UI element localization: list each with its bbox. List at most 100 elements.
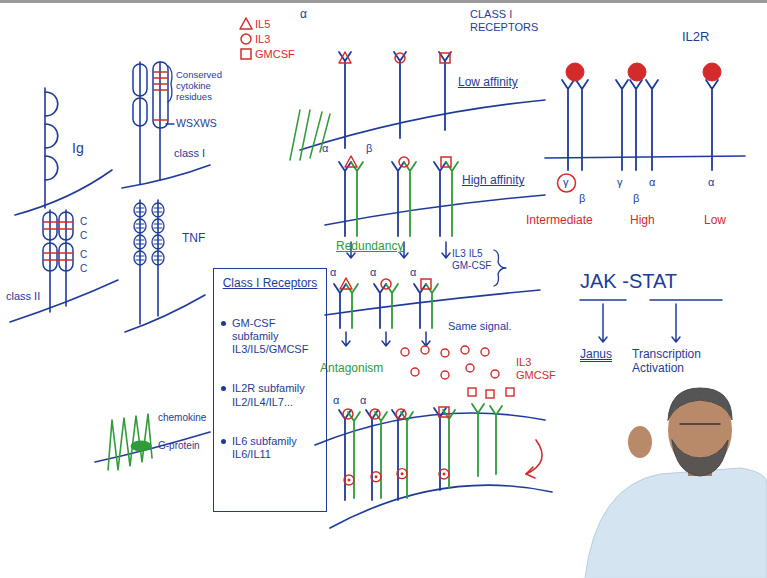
domain-hatch	[154, 224, 162, 225]
section-heading: Antagonism	[320, 362, 383, 376]
tnf-domain	[134, 235, 146, 249]
curved-arrow	[526, 440, 542, 474]
conserved-residue-stripe	[154, 89, 167, 91]
beta-chain	[426, 284, 438, 328]
bullet-dot	[221, 321, 226, 326]
ig-domain	[45, 124, 58, 148]
domain-hatch	[136, 260, 144, 261]
domain-hatch	[136, 244, 144, 245]
il2r-chain	[630, 80, 642, 170]
domain-hatch	[154, 256, 162, 257]
bound-ligand-dot	[348, 479, 351, 482]
cysteine-label: C	[80, 230, 87, 242]
highlight-circle	[558, 174, 576, 192]
alpha-chain	[414, 284, 426, 328]
term: Transcription Activation	[632, 348, 744, 376]
tnf-domain	[152, 219, 164, 233]
chain-label: γ	[563, 176, 569, 189]
beta-chain	[490, 406, 502, 474]
alpha-chain	[439, 52, 451, 130]
affinity-label: Intermediate	[526, 214, 593, 228]
receptor-name: Ig	[72, 140, 84, 156]
cell-membrane	[125, 295, 205, 332]
protein-label: G-protein	[158, 440, 200, 452]
il2r-chain	[616, 80, 628, 170]
ligand-list: IL3 IL5 GM-CSF	[452, 248, 492, 271]
alpha-chain	[366, 410, 378, 500]
list-item: IL2R subfamily IL2/IL4/IL7...	[220, 382, 320, 408]
conserved-residue-stripe	[154, 119, 167, 121]
alpha-chain	[374, 284, 386, 328]
conserved-residue-stripe	[154, 71, 167, 73]
cysteine-stripe	[44, 259, 72, 261]
signal-arrow	[672, 304, 680, 342]
domain-hatch	[154, 260, 162, 261]
annotation: Conserved cytokine residues	[176, 70, 232, 103]
tnf-domain	[152, 251, 164, 265]
cell-membrane	[545, 156, 745, 158]
il3-ligand	[461, 346, 469, 354]
affinity-label: Low	[704, 214, 726, 228]
receptor-name: chemokine	[158, 412, 206, 424]
chain-label: α	[708, 176, 714, 189]
signal-arrow	[599, 304, 607, 342]
signal-arrow	[422, 332, 430, 346]
il3-ligand	[370, 409, 380, 419]
legend-text: IL5	[255, 18, 270, 30]
pathway-heading: JAK -STAT	[580, 270, 677, 293]
il5-ligand	[340, 278, 352, 289]
box-heading: Class I Receptors	[220, 277, 320, 291]
cysteine-label: C	[80, 249, 87, 261]
receptor-domain	[43, 212, 57, 240]
list-box: Class I ReceptorsGM-CSF subfamily IL3/IL…	[213, 268, 327, 512]
gmcsf-ligand	[241, 49, 251, 59]
receptor-name: TNF	[182, 232, 205, 246]
chain-label: β	[633, 192, 639, 205]
il2r-chain	[646, 80, 658, 170]
motif-label: WSXWS	[176, 117, 217, 129]
il3-ligand	[411, 368, 419, 376]
hair	[668, 388, 732, 420]
alpha-chain	[394, 52, 406, 138]
cell-membrane	[325, 195, 545, 225]
alpha-chain	[392, 162, 404, 236]
bracket	[168, 66, 172, 102]
il3-ligand	[491, 370, 499, 378]
il5-ligand	[339, 52, 351, 63]
class-label: class II	[6, 290, 40, 303]
beta-chain	[300, 110, 310, 160]
receptor-domain	[133, 98, 147, 126]
subfamily-text: GM-CSF subfamily IL3/IL5/GMCSF	[232, 317, 320, 357]
underline	[650, 299, 722, 301]
chain-label: α	[360, 394, 366, 407]
beta-chain	[351, 162, 363, 236]
chain-label: α	[300, 8, 307, 22]
list-item: GM-CSF subfamily IL3/IL5/GMCSF	[220, 317, 320, 357]
domain-hatch	[136, 256, 144, 257]
alpha-chain	[334, 284, 346, 328]
affinity-label: High	[630, 214, 655, 228]
shirt	[585, 468, 767, 578]
beta-chain	[446, 162, 458, 236]
domain-hatch	[136, 208, 144, 209]
chain-label: α	[410, 266, 416, 279]
gmcsf-ligand	[439, 407, 449, 417]
note: Same signal.	[448, 320, 512, 333]
legend-text: GMCSF	[255, 48, 295, 60]
brace	[494, 250, 506, 286]
receptor-domain	[43, 243, 57, 271]
beard	[672, 440, 728, 476]
il3-ligand	[399, 157, 409, 167]
gmcsf-ligand	[506, 388, 514, 396]
bound-ligand	[344, 475, 354, 485]
il3-ligand	[466, 364, 474, 372]
gmcsf-ligand	[468, 388, 476, 396]
bound-ligand-dot	[443, 473, 446, 476]
alpha-chain	[339, 162, 351, 236]
il2r-chain	[706, 80, 718, 170]
tnf-domain	[152, 203, 164, 217]
alpha-chain	[339, 410, 351, 500]
tnf-domain	[134, 251, 146, 265]
il3-ligand	[241, 34, 251, 44]
